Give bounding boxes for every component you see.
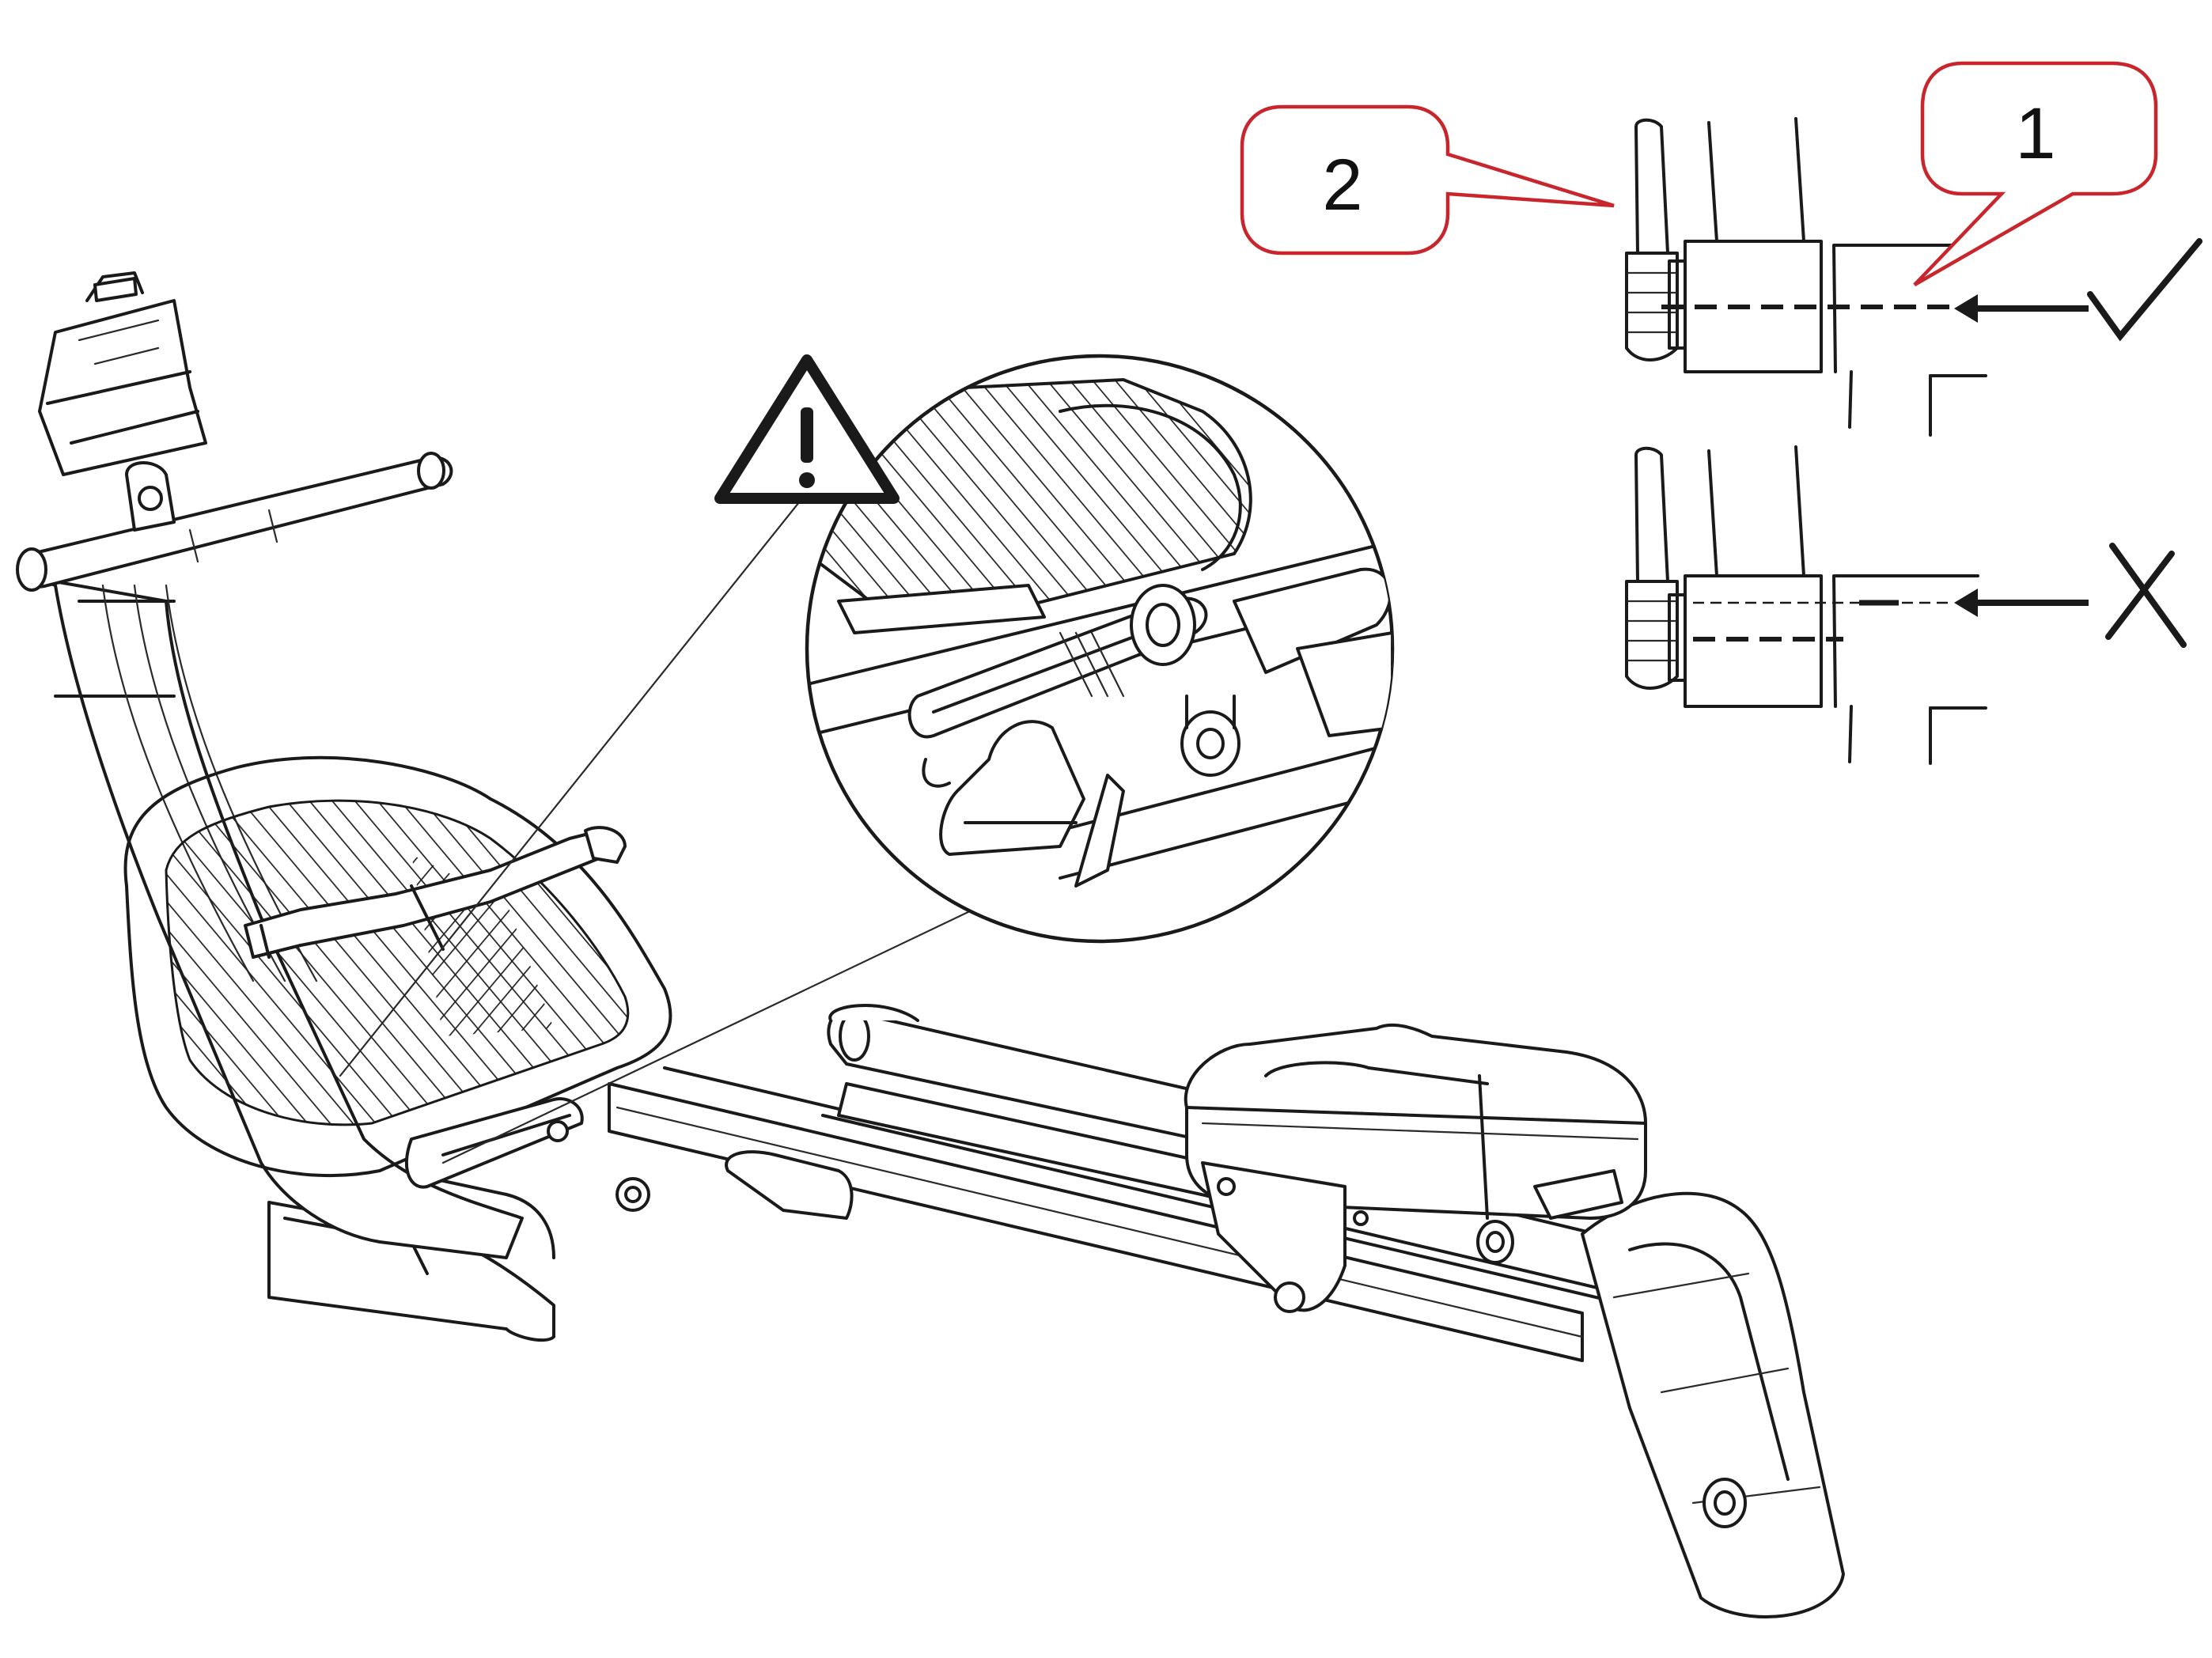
callout-2-label: 2 bbox=[1322, 145, 1362, 225]
footplate bbox=[123, 755, 672, 1212]
callout-1: 1 bbox=[1913, 61, 2158, 286]
cross-icon bbox=[2105, 543, 2187, 648]
inset-correct-alignment bbox=[1625, 117, 2203, 437]
inset-incorrect-alignment bbox=[1625, 445, 2187, 765]
callout-1-label: 1 bbox=[2015, 93, 2055, 174]
detail-zoom-circle bbox=[805, 354, 1395, 944]
callout-2: 2 bbox=[1240, 104, 1615, 256]
warning-triangle-icon bbox=[714, 354, 900, 504]
rowing-machine bbox=[16, 271, 1845, 1618]
checkmark-icon bbox=[2087, 238, 2203, 342]
front-post bbox=[16, 271, 524, 1259]
rear-frame bbox=[1581, 1191, 1845, 1618]
seat bbox=[1184, 1023, 1647, 1313]
zoom-leader-lines bbox=[339, 441, 975, 1164]
